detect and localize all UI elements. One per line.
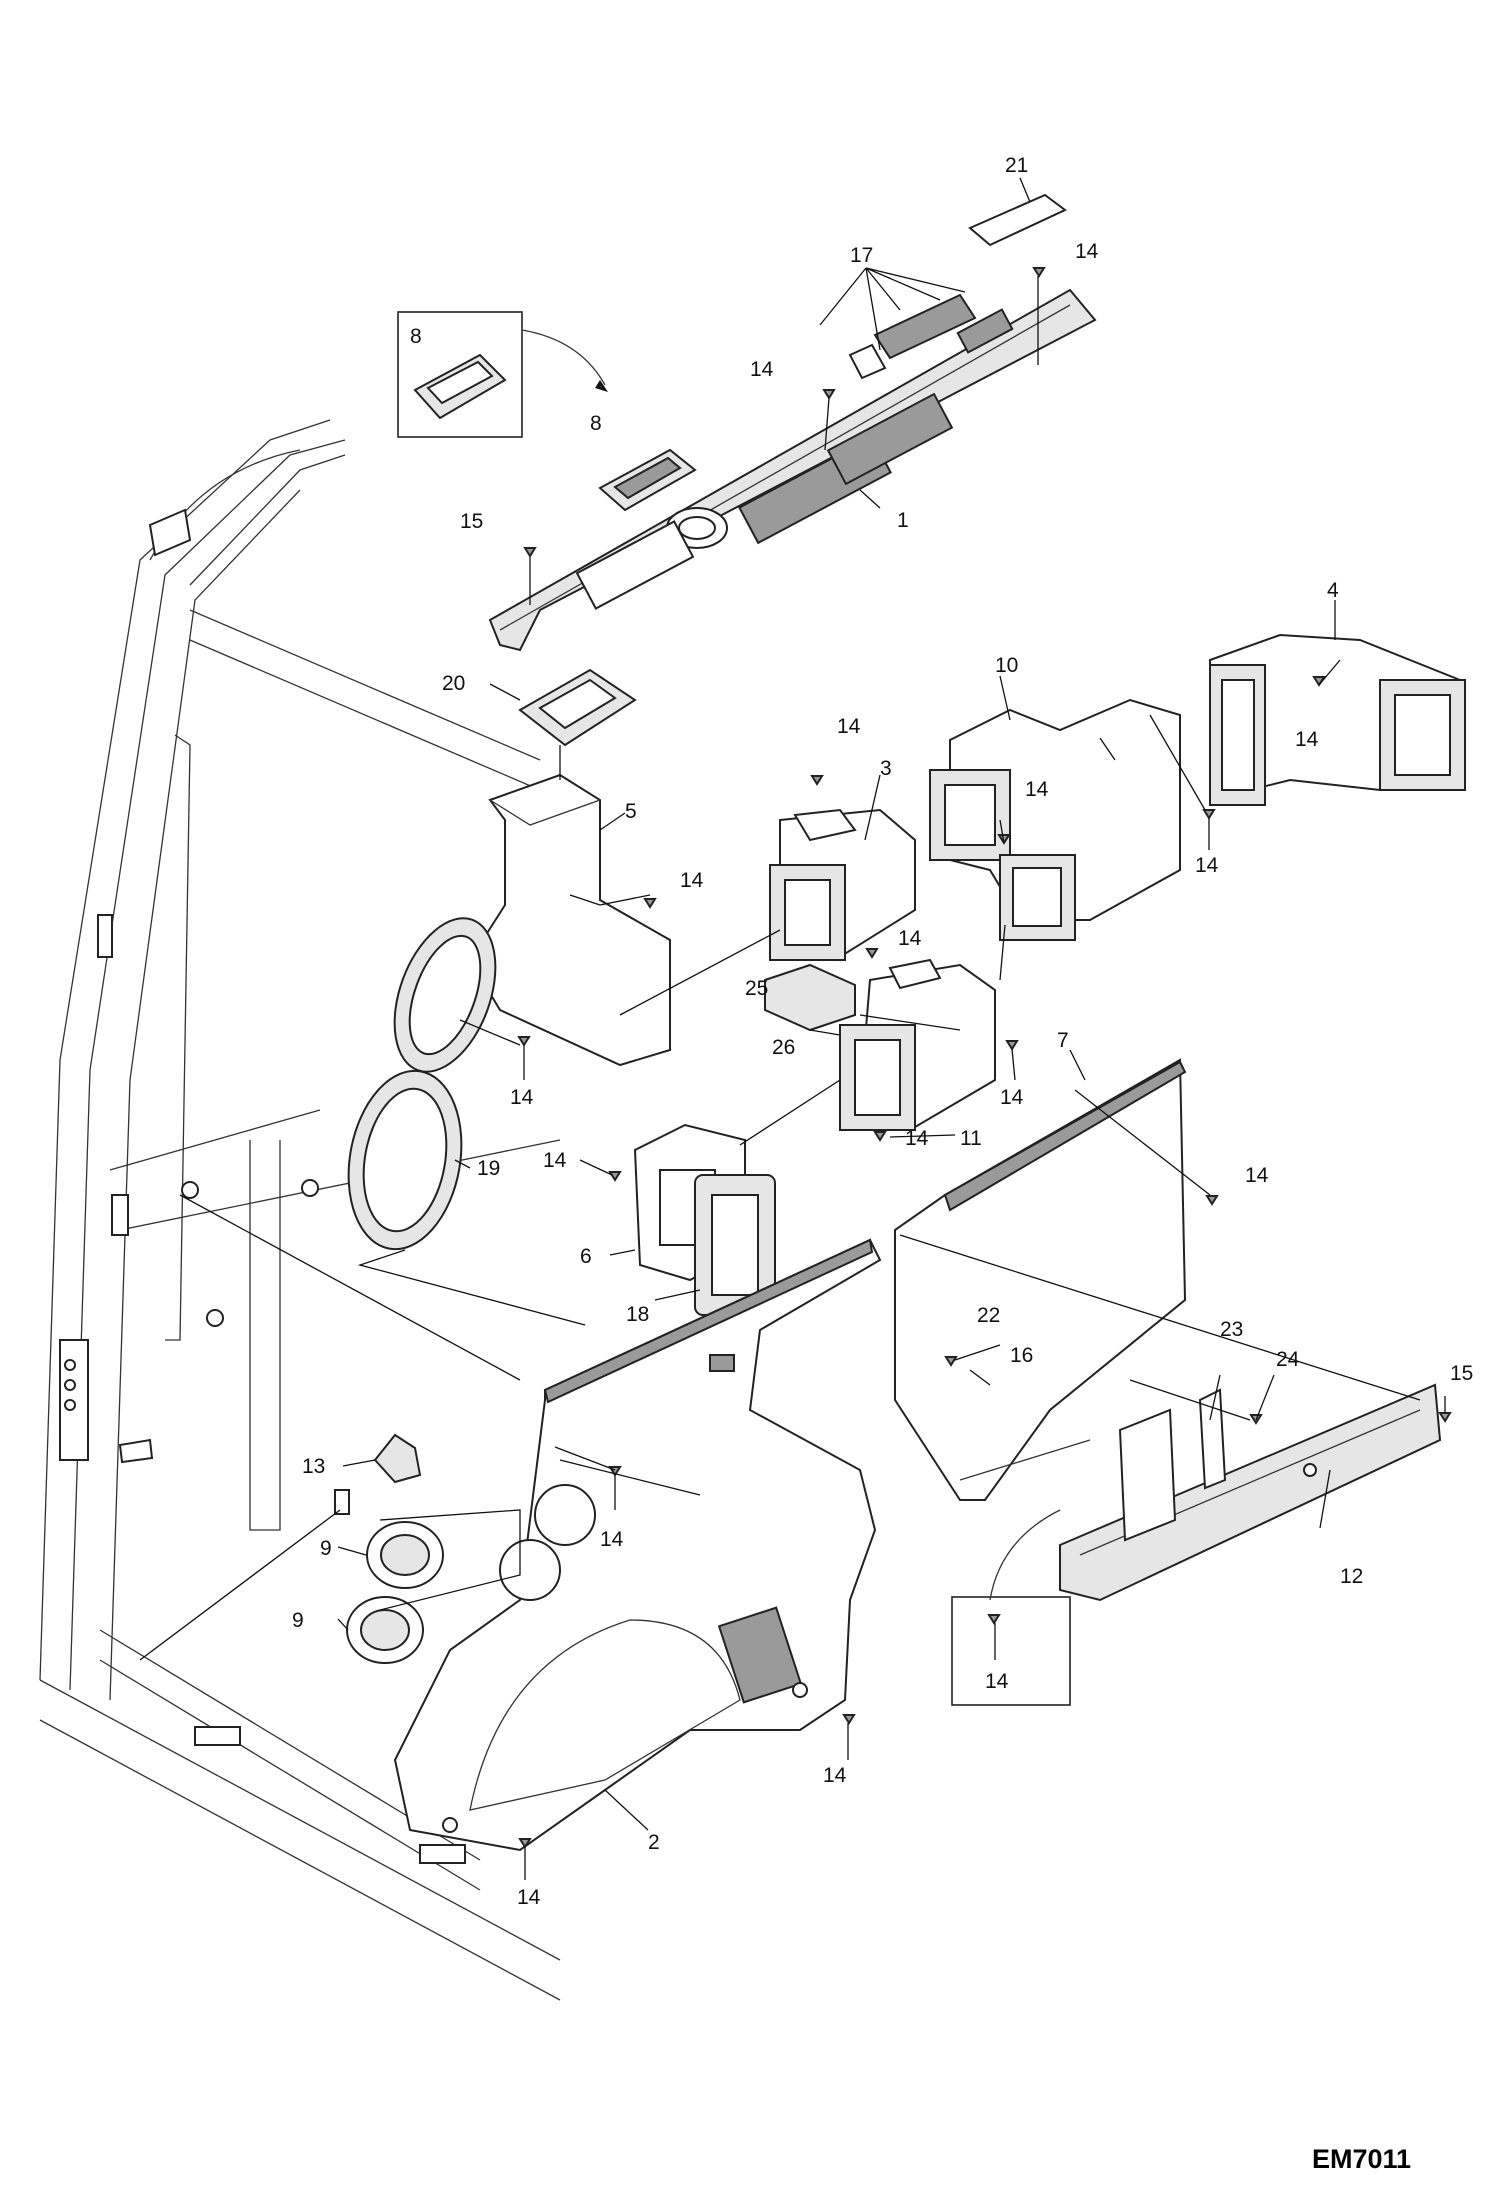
callout-13: 13 (302, 1455, 325, 1478)
part-14-inset-box (951, 1509, 1071, 1706)
callout-21: 21 (1005, 154, 1028, 177)
part-3-blower (769, 808, 916, 962)
callout-14-o: 14 (985, 1670, 1009, 1693)
callout-14-m: 14 (1245, 1164, 1269, 1187)
part-4-duct (1209, 633, 1466, 806)
part-21-label (968, 193, 1067, 247)
vent-slots-lower (738, 392, 954, 545)
callout-14-g: 14 (680, 869, 704, 892)
part-11-blower (839, 958, 996, 1132)
part-17-vent-inserts (848, 293, 977, 380)
callout-5: 5 (625, 800, 637, 823)
callout-23: 23 (1220, 1318, 1243, 1341)
callout-24: 24 (1276, 1348, 1300, 1371)
callout-12: 12 (1340, 1565, 1363, 1588)
part-13-clip (373, 1433, 422, 1484)
callout-14-f: 14 (1195, 854, 1219, 877)
callout-22: 22 (977, 1304, 1000, 1327)
callout-9-a: 9 (320, 1537, 332, 1560)
part-8-inset-box (397, 311, 608, 438)
callout-7: 7 (1057, 1029, 1069, 1052)
callout-8-a: 8 (410, 325, 422, 348)
callout-14-q: 14 (517, 1886, 541, 1909)
callout-8-b: 8 (590, 412, 602, 435)
callout-14-a: 14 (1075, 240, 1099, 263)
callout-26: 26 (772, 1036, 795, 1059)
part-10-duct (929, 698, 1181, 941)
part-19-seal (347, 1069, 463, 1251)
part-2-rear-side-panel (393, 1238, 882, 1852)
callout-1: 1 (897, 509, 909, 532)
callout-14-j: 14 (1000, 1086, 1024, 1109)
part-18-gasket (694, 1174, 776, 1316)
callout-15-a: 15 (460, 510, 483, 533)
part-23-bracket (1118, 1388, 1227, 1542)
callout-14-b: 14 (750, 358, 774, 381)
part-25-block (764, 963, 856, 1032)
callout-14-n: 14 (600, 1528, 624, 1551)
part-12-cover (1059, 1383, 1442, 1602)
callout-18: 18 (626, 1303, 649, 1326)
callout-25: 25 (745, 977, 768, 1000)
part-20-gasket (518, 668, 637, 747)
callout-6: 6 (580, 1245, 592, 1268)
part-5-duct (393, 773, 671, 1073)
callout-9-b: 9 (292, 1609, 304, 1632)
part-8-louvre (598, 448, 697, 512)
callout-14-i: 14 (510, 1086, 534, 1109)
callout-19: 19 (477, 1157, 500, 1180)
callout-14-h: 14 (898, 927, 922, 950)
part-9-vent-bezels (346, 1521, 444, 1664)
drawing-code: EM7011 (1312, 2144, 1411, 2174)
callout-20: 20 (442, 672, 465, 695)
callout-15-b: 15 (1450, 1362, 1473, 1385)
callout-14-c: 14 (837, 715, 861, 738)
cab-frame (39, 419, 561, 2001)
callout-4: 4 (1327, 579, 1339, 602)
roof-trim-panel (488, 288, 1097, 652)
callout-labels: 21 14 17 8 14 8 15 1 4 10 20 14 14 3 14 … (292, 154, 1473, 1909)
callout-14-k: 14 (905, 1127, 929, 1150)
callout-17: 17 (850, 244, 873, 267)
callout-2: 2 (648, 1831, 660, 1854)
screws (517, 267, 1452, 1849)
callout-14-d: 14 (1295, 728, 1319, 751)
leader-lines (139, 177, 1446, 1880)
callout-14-l: 14 (543, 1149, 567, 1172)
callout-11: 11 (960, 1127, 982, 1150)
callout-14-p: 14 (823, 1764, 847, 1787)
callout-16: 16 (1010, 1344, 1033, 1367)
callout-3: 3 (880, 757, 892, 780)
callout-14-e: 14 (1025, 778, 1049, 801)
callout-10: 10 (995, 654, 1018, 677)
